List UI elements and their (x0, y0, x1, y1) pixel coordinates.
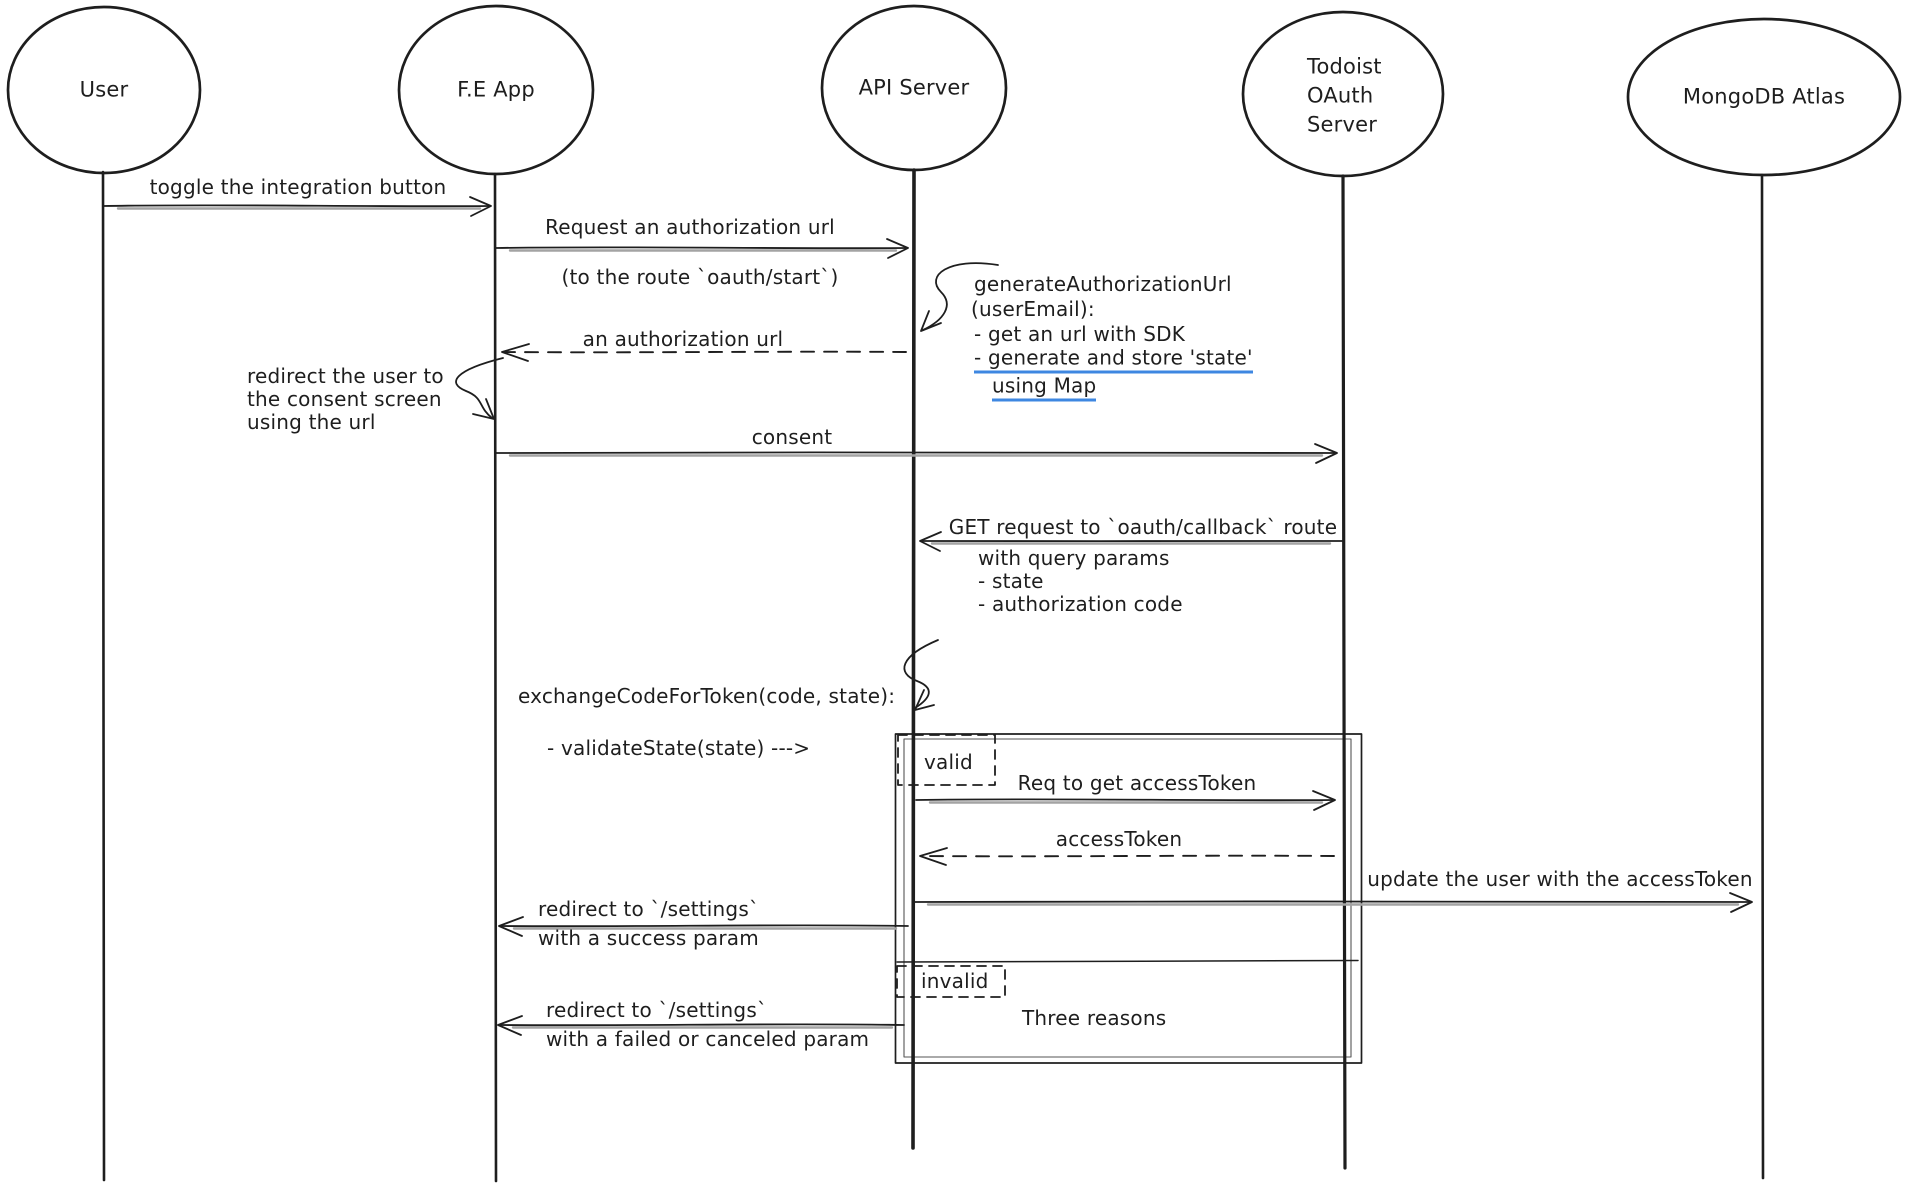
arrow-get-callback-shaft (920, 539, 1343, 543)
note-redirect-line2: the consent screen (247, 387, 442, 411)
lifeline-user (101, 170, 106, 1182)
lifeline-mongodb (1760, 173, 1765, 1180)
arrow-update-user-head (1729, 892, 1753, 913)
label-get-callback-line3: - authorization code (978, 592, 1183, 616)
arrow-request-url-head (886, 238, 909, 259)
actor-label-todoist-line1: Todoist (1307, 54, 1382, 79)
arrow-get-callback-head (919, 531, 942, 552)
note-redirect-line1: redirect the user to (247, 364, 444, 388)
invalid-label-box (896, 965, 1006, 998)
label-consent: consent (751, 425, 833, 449)
label-request-auth-url: Request an authorization url (545, 215, 835, 239)
note-redirect-line3: using the url (247, 410, 376, 434)
label-auth-url-return: an authorization url (582, 327, 784, 351)
label-update-user: update the user with the accessToken (1367, 867, 1753, 891)
arrow-update-user-shaft (913, 900, 1751, 904)
arrow-redirect-success-head (498, 916, 524, 937)
frame-label-valid: valid (924, 750, 973, 774)
arrow-consent-shaft (495, 451, 1336, 455)
arrow-consent-head (1314, 443, 1338, 464)
arrow-access-token-shaft (922, 854, 1335, 858)
frame-label-invalid: invalid (921, 969, 989, 993)
label-get-callback-line1: with query params (978, 546, 1170, 570)
note-generate-auth-line4: - generate and store 'state' (974, 347, 1253, 374)
lifeline-todoist (1341, 174, 1347, 1170)
arrow-req-token-head (1312, 790, 1336, 811)
arrow-toggle-shaft (102, 204, 491, 208)
arrow-redirect-success-shaft (501, 924, 909, 928)
alt-frame-divider (896, 959, 1359, 963)
note-generate-auth-line1: generateAuthorizationUrl (974, 272, 1232, 296)
arrow-redirect-failed-head (497, 1015, 523, 1036)
lifeline-fe-app (493, 172, 498, 1183)
valid-label-box (897, 734, 996, 786)
label-redirect-success-line2: with a success param (538, 926, 759, 950)
actor-label-fe-app: F.E App (457, 77, 535, 102)
label-get-callback: GET request to `oauth/callback` route (948, 515, 1338, 539)
note-exchange-code: exchangeCodeForToken(code, state): (518, 684, 896, 708)
actor-label-todoist-line2: OAuth (1307, 83, 1374, 108)
actor-label-todoist-line3: Server (1307, 112, 1378, 137)
label-request-auth-url-route: (to the route `oauth/start`) (561, 265, 839, 289)
label-redirect-success-line1: redirect to `/settings` (538, 897, 760, 921)
note-generate-auth-line2: (userEmail): (971, 297, 1095, 321)
arrow-req-token-shaft (915, 798, 1334, 802)
note-generate-auth-line5: using Map (992, 375, 1097, 402)
curve-note-to-api (922, 262, 999, 331)
actor-ellipse-mongodb (1626, 17, 1902, 177)
label-redirect-failed-line2: with a failed or canceled param (546, 1027, 870, 1051)
curve-exchange-to-api (903, 639, 939, 709)
arrow-auth-url-return-head (501, 343, 530, 362)
frame-label-three-reasons: Three reasons (1022, 1006, 1167, 1030)
curve-redirect-to-fe-head (472, 398, 495, 420)
label-toggle-integration: toggle the integration button (149, 175, 447, 199)
note-generate-auth-line3: - get an url with SDK (974, 322, 1186, 346)
arrow-request-url-shaft (495, 246, 908, 250)
arrow-access-token-head (919, 847, 948, 866)
actor-label-api-server: API Server (858, 75, 970, 100)
arrow-toggle-head (469, 196, 492, 217)
curve-note-to-api-head (920, 310, 942, 332)
label-get-callback-line2: - state (978, 569, 1044, 593)
label-access-token: accessToken (1055, 827, 1183, 851)
actor-label-user: User (79, 77, 129, 102)
lifeline-api-server (911, 168, 916, 1150)
note-validate-state: - validateState(state) ---> (547, 736, 811, 760)
curve-exchange-to-api-head (914, 689, 935, 711)
alt-frame-inner (903, 738, 1352, 1058)
label-redirect-failed-line1: redirect to `/settings` (546, 998, 768, 1022)
alt-frame-outer (894, 733, 1363, 1064)
arrow-redirect-failed-shaft (500, 1023, 905, 1027)
actor-label-mongodb: MongoDB Atlas (1682, 84, 1846, 109)
curve-redirect-to-fe (455, 357, 504, 419)
label-req-access-token: Req to get accessToken (1017, 771, 1257, 795)
arrow-auth-url-return-shaft (504, 350, 907, 354)
